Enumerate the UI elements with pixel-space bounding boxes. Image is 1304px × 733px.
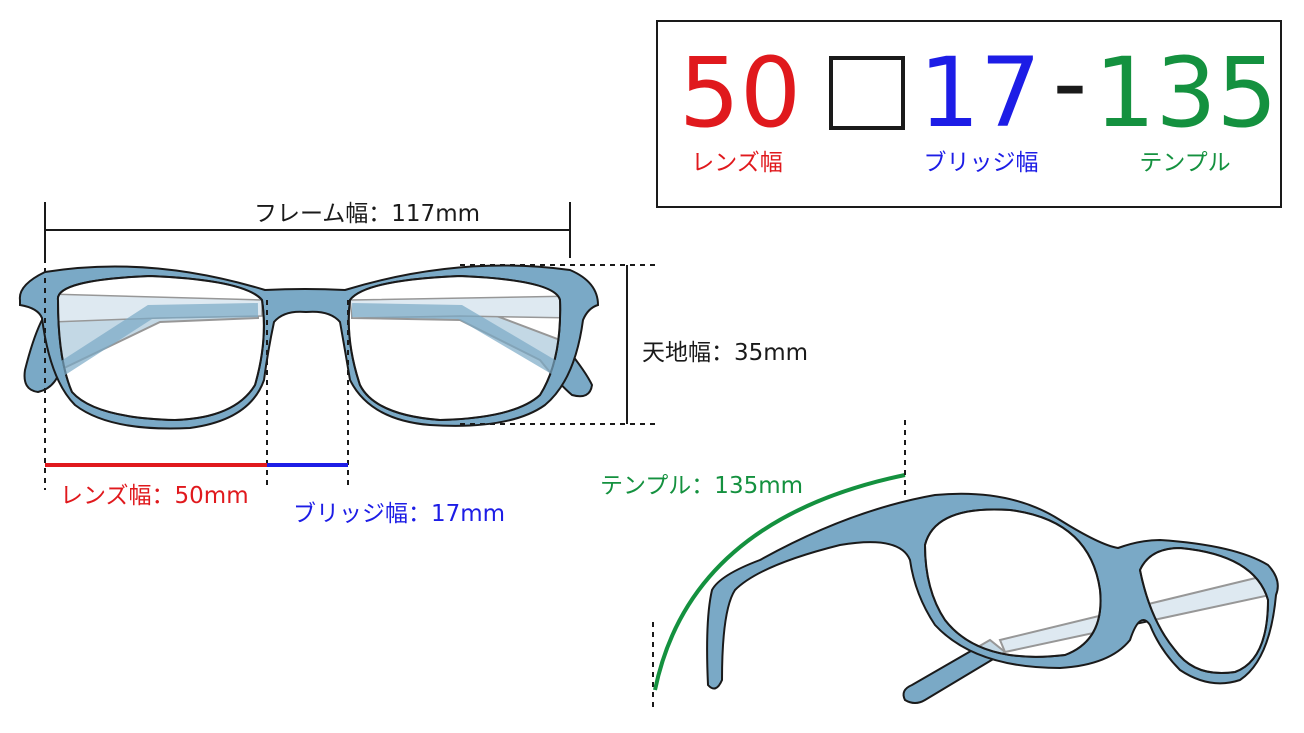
legend-temple-value: 135 (1094, 37, 1277, 149)
temple-length-arc (653, 473, 906, 691)
side-lens-back (1138, 546, 1270, 674)
front-view-glasses (18, 264, 600, 430)
legend-lens-value: 50 (679, 37, 801, 149)
legend-temple-label: テンプル (1139, 150, 1230, 176)
legend-bridge-value: 17 (919, 37, 1041, 149)
legend-dash: - (1053, 27, 1088, 139)
legend-bridge-label: ブリッジ幅 (924, 150, 1039, 176)
temple-length-label: テンプル：135mm (600, 473, 803, 499)
bridge-width-label: ブリッジ幅：17mm (293, 501, 505, 527)
side-view-glasses (706, 492, 1279, 704)
dimension-lines (44, 202, 655, 490)
side-lens-front (923, 508, 1102, 658)
legend-border (656, 20, 1282, 208)
legend-box-symbol (829, 56, 905, 130)
lens-width-label: レンズ幅：50mm (60, 483, 249, 509)
size-legend-box: 50 17 - 135 レンズ幅 ブリッジ幅 テンプル (656, 20, 1282, 208)
height-label: 天地幅：35mm (642, 340, 808, 366)
left-arm-inner (56, 303, 259, 376)
frame-width-label: フレーム幅：117mm (254, 201, 480, 227)
right-arm-inner (351, 303, 559, 375)
legend-lens-label: レンズ幅 (691, 150, 783, 176)
